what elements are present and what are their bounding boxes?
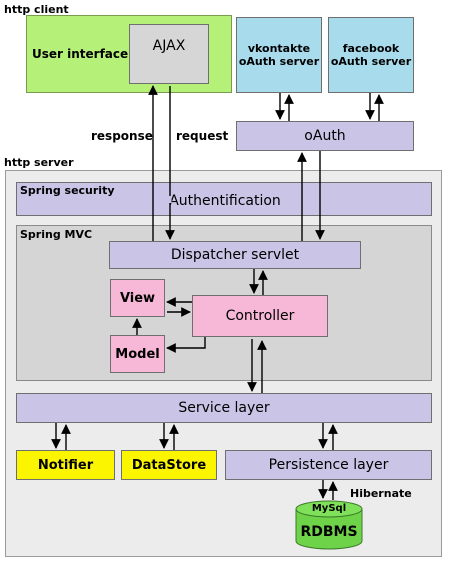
mysql-label: MySql <box>311 503 347 514</box>
model-box: Model <box>110 335 165 373</box>
view-label: View <box>119 290 156 306</box>
controller-label: Controller <box>225 308 295 324</box>
vkontakte-oauth-server: vkontakte oAuth server <box>236 17 322 93</box>
spring-mvc-label: Spring MVC <box>20 228 93 241</box>
service-layer-label: Service layer <box>178 400 270 416</box>
dispatcher-servlet-label: Dispatcher servlet <box>170 247 300 263</box>
ajax-box: AJAX <box>129 24 209 84</box>
request-label: request <box>176 129 229 143</box>
rdbms-cylinder <box>295 500 363 550</box>
http-client-label: http client <box>4 3 69 16</box>
hibernate-label: Hibernate <box>350 487 412 500</box>
datastore-label: DataStore <box>131 457 207 473</box>
ajax-label: AJAX <box>152 38 186 54</box>
oauth-label: oAuth <box>304 128 346 144</box>
dispatcher-servlet-box: Dispatcher servlet <box>109 241 361 269</box>
rdbms-label: RDBMS <box>300 524 358 540</box>
controller-box: Controller <box>192 295 328 337</box>
user-interface-label: User interface <box>32 47 129 61</box>
persistence-layer-box: Persistence layer <box>225 450 432 480</box>
facebook-label: facebook oAuth server <box>330 42 412 68</box>
service-layer-box: Service layer <box>16 393 432 423</box>
vkontakte-label: vkontakte oAuth server <box>238 42 320 68</box>
oauth-box: oAuth <box>236 121 414 151</box>
notifier-label: Notifier <box>37 457 94 473</box>
facebook-oauth-server: facebook oAuth server <box>328 17 414 93</box>
view-box: View <box>110 279 165 317</box>
model-label: Model <box>115 346 160 362</box>
notifier-box: Notifier <box>16 450 115 480</box>
spring-security-box <box>16 182 432 216</box>
spring-security-label: Spring security <box>20 184 115 197</box>
datastore-box: DataStore <box>121 450 217 480</box>
persistence-layer-label: Persistence layer <box>268 457 389 473</box>
authentification-label: Authentification <box>169 193 281 209</box>
response-label: response <box>91 129 153 143</box>
http-server-label: http server <box>4 156 74 169</box>
